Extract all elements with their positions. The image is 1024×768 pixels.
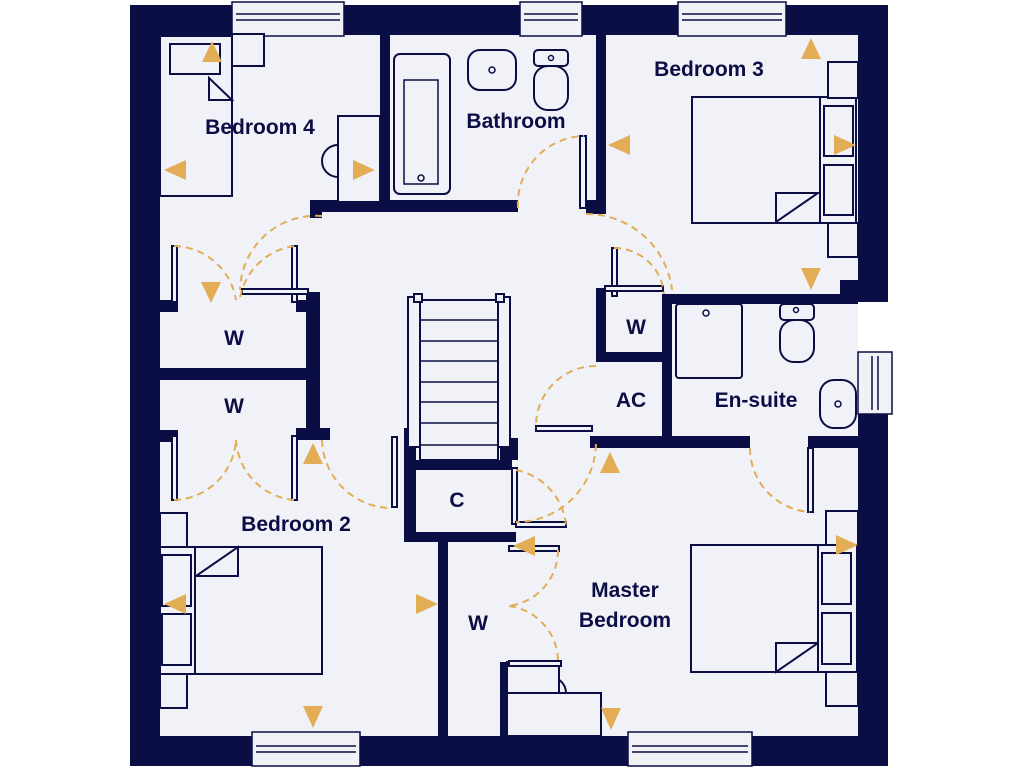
shower-tray	[675, 303, 743, 379]
arrow-up-icon	[600, 452, 620, 473]
bathroom-fixtures	[393, 49, 569, 195]
door-leaves	[171, 135, 814, 667]
arrow-right-icon	[416, 594, 438, 614]
arrow-down-icon	[801, 268, 821, 290]
room-label-bedroom2: Bedroom 2	[241, 513, 351, 536]
arrow-right-icon	[353, 160, 375, 180]
room-label-master-bedroom: Master Bedroom	[579, 576, 671, 636]
internal-walls	[160, 34, 858, 738]
arrow-left-icon	[164, 160, 186, 180]
room-label-ensuite: En-suite	[714, 389, 798, 412]
room-label-wardrobe-landing: W	[626, 316, 646, 339]
toilet-cistern	[533, 49, 569, 67]
door-swings	[173, 135, 811, 661]
windows	[231, 1, 893, 767]
arrow-up-icon	[801, 38, 821, 59]
ensuite-toilet-bowl	[779, 319, 815, 363]
bedroom4-furniture	[159, 33, 381, 203]
window-bedroom3	[677, 1, 787, 37]
bedroom3-furniture	[691, 61, 859, 258]
arrow-up-icon	[303, 443, 323, 464]
room-label-wardrobe-master: W	[468, 612, 488, 635]
basin	[467, 49, 517, 91]
room-label-wardrobe-bedroom4: W	[224, 327, 244, 350]
window-master	[627, 731, 753, 767]
room-label-airing-cupboard: AC	[615, 389, 647, 412]
room-label-bedroom4: Bedroom 4	[205, 116, 315, 139]
bedroom2-furniture	[159, 512, 323, 709]
arrow-right-icon	[834, 135, 856, 155]
room-label-bedroom3: Bedroom 3	[654, 58, 764, 81]
arrow-left-icon	[164, 594, 186, 614]
bathtub	[393, 53, 451, 195]
dimension-arrows	[164, 38, 858, 730]
window-ensuite	[857, 351, 893, 415]
dressing-table	[506, 692, 602, 737]
desk	[337, 115, 381, 203]
arrow-left-icon	[513, 536, 535, 556]
master-label-line1: Master	[591, 579, 659, 602]
arrow-left-icon	[608, 135, 630, 155]
window-bedroom2	[251, 731, 361, 767]
ensuite-basin	[819, 379, 857, 429]
window-bedroom4	[231, 1, 345, 37]
arrow-right-icon	[836, 535, 858, 555]
room-label-wardrobe-bedroom2: W	[224, 395, 244, 418]
arrow-up-icon	[202, 41, 222, 62]
master-label-line2: Bedroom	[578, 609, 672, 632]
toilet-bowl	[533, 65, 569, 111]
ensuite-fixtures	[675, 303, 857, 429]
room-label-bathroom: Bathroom	[466, 110, 566, 133]
window-bathroom	[519, 1, 583, 37]
arrow-down-icon	[303, 706, 323, 728]
desk-chair	[321, 144, 339, 178]
room-label-cupboard: C	[449, 489, 465, 512]
arrow-down-icon	[201, 282, 221, 303]
arrow-down-icon	[601, 708, 621, 730]
staircase	[407, 293, 511, 461]
